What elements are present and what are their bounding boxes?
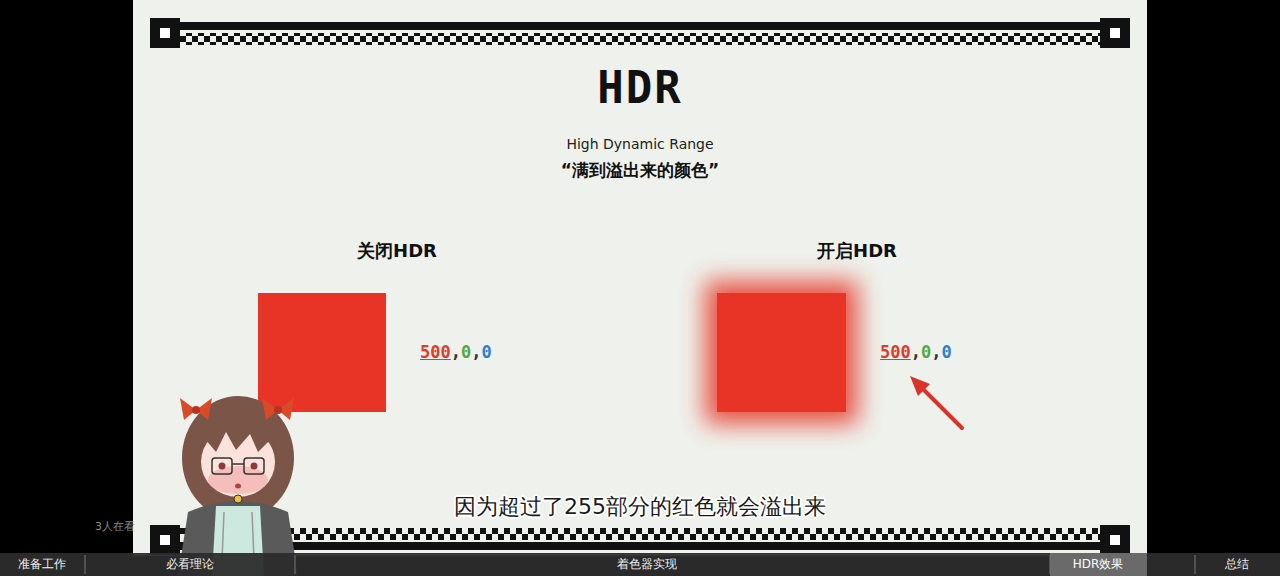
pointer-arrow	[910, 376, 962, 428]
subtitle-english: High Dynamic Range	[566, 136, 713, 153]
slide-title: HDR	[597, 62, 682, 115]
rgb-value: 500,0,0	[420, 342, 492, 362]
chapter-bar	[0, 553, 1280, 576]
rgb-part: ,	[471, 342, 481, 362]
red-glow	[705, 281, 858, 424]
video-subtitle: 因为超过了255部分的红色就会溢出来	[454, 494, 826, 520]
rgb-value: 500,0,0	[880, 342, 952, 362]
checker-border-top	[150, 18, 1130, 48]
viewer-count: 3人在看	[95, 520, 135, 533]
rgb-part: 0	[481, 342, 491, 362]
rgb-part: ,	[931, 342, 941, 362]
panel-heading: 关闭HDR	[357, 240, 437, 262]
chapter-name: 总结	[1225, 557, 1249, 571]
chapter-name: 必看理论	[166, 557, 214, 571]
checker-border-bottom	[150, 525, 1130, 555]
red-square	[717, 293, 846, 412]
chapter-name: 准备工作	[18, 557, 66, 571]
red-square	[258, 293, 386, 412]
rgb-part: 500	[420, 342, 451, 362]
slide-ground	[133, 0, 1147, 556]
rgb-part: ,	[451, 342, 461, 362]
rgb-part: 0	[921, 342, 931, 362]
rgb-part: ,	[911, 342, 921, 362]
rgb-part: 0	[461, 342, 471, 362]
panel-heading: 开启HDR	[817, 240, 897, 262]
presenter-character	[178, 396, 298, 576]
rgb-part: 500	[880, 342, 911, 362]
rgb-part: 0	[941, 342, 951, 362]
chapter-name: HDR效果	[1073, 557, 1124, 571]
chapter-name: 着色器实现	[617, 557, 677, 571]
subtitle-chinese: “满到溢出来的颜色”	[561, 160, 719, 180]
